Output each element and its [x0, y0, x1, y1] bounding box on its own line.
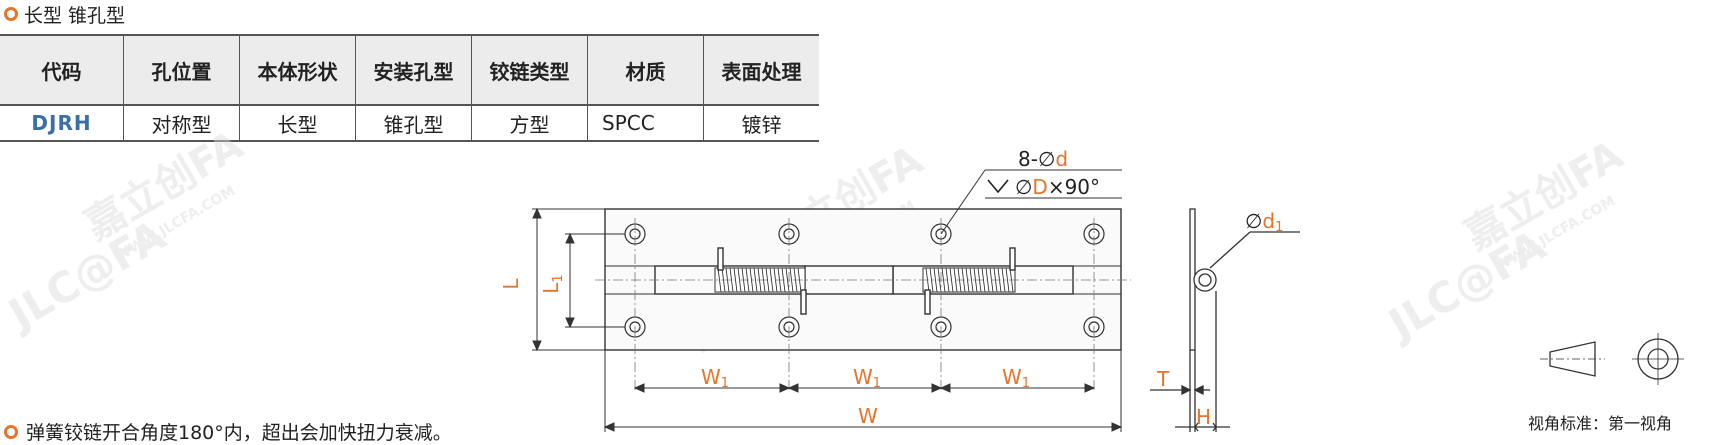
note-text: 弹簧铰链开合角度180°内，超出会加快扭力衰减。 [26, 422, 452, 444]
dim-T-label: T [1156, 367, 1170, 391]
hinge-side-view [1150, 208, 1300, 432]
watermark-logo: JLC@FA [1378, 220, 1554, 350]
dim-W1-label-3: W1 [1002, 365, 1030, 391]
hole-spec-label: 8-∅d [1018, 147, 1068, 171]
dim-W-label: W [858, 404, 878, 428]
header-surface: 表面处理 [703, 35, 819, 105]
header-mount-hole: 安装孔型 [355, 35, 472, 105]
table-header-row: 代码 孔位置 本体形状 安装孔型 铰链类型 材质 表面处理 [0, 35, 819, 105]
dim-L-label: L [499, 278, 523, 290]
dim-H-label: H [1196, 405, 1211, 429]
cell-body-shape: 长型 [239, 105, 356, 141]
dimension-lines [532, 169, 1123, 432]
cell-hole-position: 对称型 [123, 105, 240, 141]
section-title-text: 长型 锥孔型 [24, 4, 126, 27]
header-hinge-type: 铰链类型 [471, 35, 588, 105]
cell-code: DJRH [31, 111, 92, 135]
header-body-shape: 本体形状 [239, 35, 356, 105]
dim-W1-label-1: W1 [701, 365, 729, 391]
cell-surface: 镀锌 [703, 105, 819, 141]
countersink-symbol-icon [987, 179, 1009, 194]
projection-label: 视角标准：第一视角 [1528, 414, 1673, 433]
cell-material: SPCC [587, 105, 704, 141]
cell-hinge-type: 方型 [471, 105, 588, 141]
table-row: DJRH 对称型 长型 锥孔型 方型 SPCC 镀锌 [0, 105, 819, 141]
header-material: 材质 [587, 35, 704, 105]
circle-bullet-icon [4, 7, 18, 21]
countersink-spec-label: ∅D×90° [1015, 175, 1100, 199]
dim-W1-label-2: W1 [853, 365, 881, 391]
dim-L1-label: L1 [539, 274, 566, 293]
cell-mount-hole: 锥孔型 [355, 105, 472, 141]
spec-table: 代码 孔位置 本体形状 安装孔型 铰链类型 材质 表面处理 DJRH 对称型 长… [0, 34, 819, 142]
hinge-front-view [595, 208, 1131, 390]
circle-bullet-icon [4, 424, 18, 439]
section-title: 长型 锥孔型 [4, 2, 126, 27]
note: 弹簧铰链开合角度180°内，超出会加快扭力衰减。 [4, 418, 452, 445]
header-hole-position: 孔位置 [123, 35, 240, 105]
pin-diameter-label: ∅d1 [1245, 209, 1283, 235]
first-angle-projection-icon [1540, 333, 1684, 385]
header-code: 代码 [41, 59, 82, 84]
